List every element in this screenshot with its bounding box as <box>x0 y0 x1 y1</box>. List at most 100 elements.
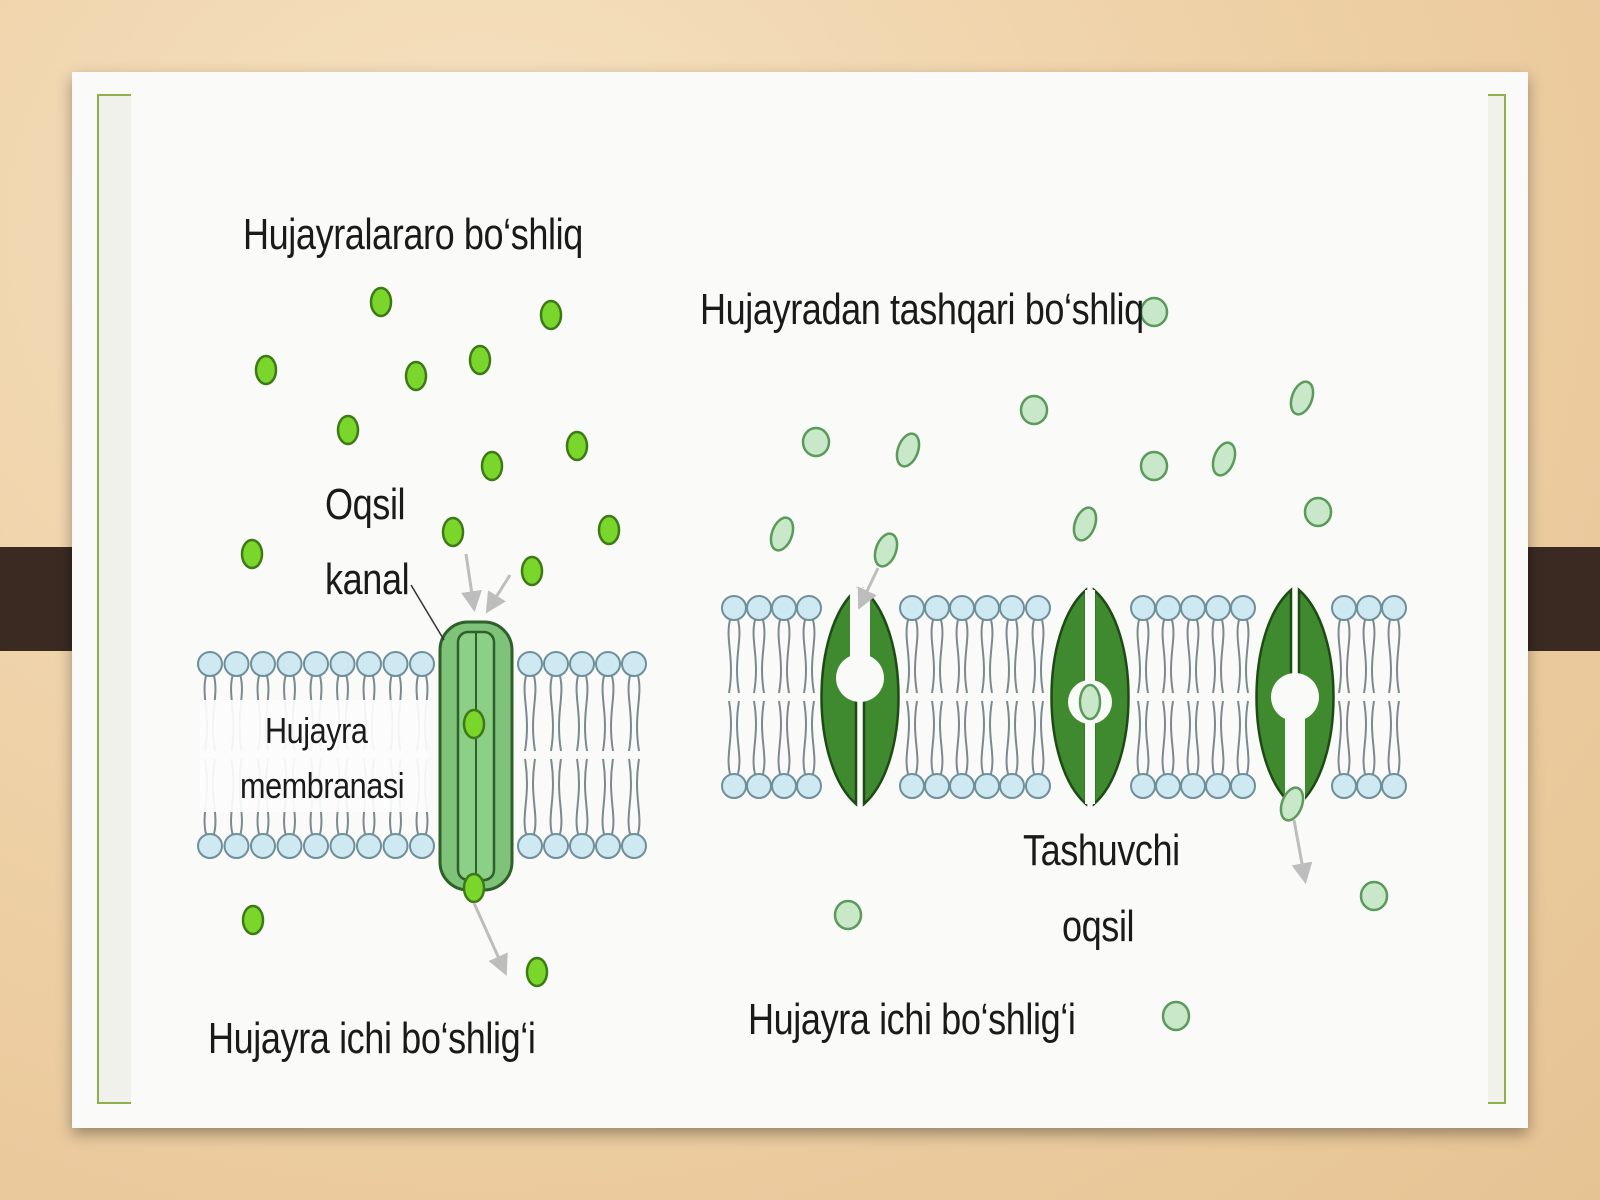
lipid-tail <box>914 700 919 775</box>
lipid-tail <box>802 700 807 775</box>
bright-molecule <box>520 555 544 587</box>
pale-molecule <box>1303 496 1333 528</box>
bright-molecule <box>565 430 589 462</box>
lipid-head <box>303 651 329 677</box>
lipid-tail <box>1040 700 1045 775</box>
lipid-tail <box>532 758 537 835</box>
lipid-head <box>1230 773 1256 799</box>
lipid-tail <box>955 700 960 775</box>
lipid-head <box>1180 595 1206 621</box>
lipid-tail <box>601 675 606 752</box>
bright-molecule <box>462 872 486 904</box>
lipid-head <box>1205 773 1231 799</box>
lipid-tail <box>786 619 791 694</box>
lipid-tail <box>636 758 641 835</box>
bright-molecule <box>462 708 486 740</box>
left-lipid-bilayer <box>197 651 647 859</box>
bright-molecule <box>441 516 465 548</box>
intracellular-right-label: Hujayra ichi bo‘shlig‘i <box>748 995 1076 1044</box>
lipid-tail <box>523 758 528 835</box>
lipid-tail <box>1031 700 1036 775</box>
lipid-tail <box>1186 619 1191 694</box>
lipid-tail <box>627 675 632 752</box>
lipid-tail <box>1170 619 1175 694</box>
cell-membrane-label-line1: Hujayra <box>265 710 368 751</box>
lipid-tail <box>1337 700 1342 775</box>
lipid-tail <box>1220 700 1225 775</box>
lipid-head <box>924 595 950 621</box>
lipid-tail <box>1211 619 1216 694</box>
carrier-protein <box>1255 587 1335 808</box>
lipid-head <box>796 595 822 621</box>
lipid-head <box>382 651 409 677</box>
lipid-head <box>1356 595 1382 621</box>
lipid-head <box>899 773 925 799</box>
lipid-head <box>517 833 543 859</box>
pocket-opening <box>850 588 870 658</box>
bright-molecule <box>404 360 428 392</box>
lipid-tail <box>980 619 985 694</box>
arrows <box>410 553 1313 976</box>
lipid-tail <box>1145 619 1150 694</box>
lipid-tail <box>584 675 589 752</box>
lipid-tail <box>1211 700 1216 775</box>
binding-pocket <box>1271 673 1319 721</box>
pale-molecule <box>873 532 899 568</box>
pale-molecule <box>769 516 795 552</box>
lipid-head <box>1381 773 1407 799</box>
lipid-head <box>771 773 797 799</box>
molecules <box>240 286 1389 1032</box>
lipid-tail <box>1362 700 1367 775</box>
lipid-tail <box>1346 700 1351 775</box>
lipid-head <box>721 595 747 621</box>
lipid-tail <box>1186 700 1191 775</box>
lipid-head <box>223 651 250 677</box>
lipid-tail <box>989 619 994 694</box>
lipid-head <box>197 651 223 677</box>
lipid-tail <box>1371 619 1376 694</box>
lipid-head <box>1155 595 1181 621</box>
lipid-tail <box>727 619 732 694</box>
lipid-tail <box>1195 619 1200 694</box>
lipid-tail <box>905 619 910 694</box>
lipid-tail <box>1387 700 1392 775</box>
lipid-tail <box>558 675 563 752</box>
lipid-head <box>746 595 772 621</box>
lipid-tail <box>523 675 528 752</box>
pocket-opening <box>1285 700 1305 808</box>
lipid-head <box>197 833 223 859</box>
lipid-tail <box>1362 619 1367 694</box>
lipid-tail <box>1136 700 1141 775</box>
lipid-head <box>924 773 950 799</box>
lipid-tail <box>1195 700 1200 775</box>
lipid-tail <box>575 758 580 835</box>
movement-arrow <box>485 574 512 614</box>
lipid-tail <box>610 675 615 752</box>
lipid-tail <box>736 619 741 694</box>
lipid-head <box>1130 773 1156 799</box>
bright-molecule <box>539 299 563 331</box>
lipid-tail <box>727 700 732 775</box>
pale-molecule <box>833 899 863 931</box>
protein-channel-label-line1: Oqsil <box>325 480 406 529</box>
lipid-head <box>999 773 1025 799</box>
lipid-tail <box>1396 619 1401 694</box>
lipid-head <box>1130 595 1156 621</box>
membrane-proteins <box>438 587 1335 892</box>
lipid-tail <box>1387 619 1392 694</box>
lipid-tail <box>1040 619 1045 694</box>
lipid-head <box>569 833 595 859</box>
lipid-tail <box>777 619 782 694</box>
lipid-tail <box>1031 619 1036 694</box>
lipid-tail <box>1337 619 1342 694</box>
pale-molecule <box>1139 450 1169 482</box>
carrier-protein <box>1050 587 1130 807</box>
pale-molecule <box>1019 394 1049 426</box>
lipid-tail <box>761 700 766 775</box>
lipid-head <box>276 651 303 677</box>
lipid-tail <box>811 700 816 775</box>
pale-molecule <box>1211 441 1237 477</box>
lipid-head <box>721 773 747 799</box>
lipid-head <box>1155 773 1181 799</box>
